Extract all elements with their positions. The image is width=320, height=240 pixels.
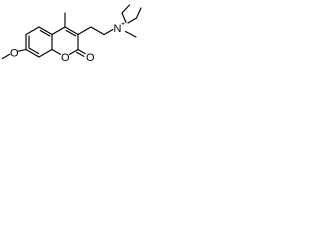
ring-bond bbox=[68, 48, 79, 55]
ring-bond bbox=[51, 26, 66, 36]
benzene-double-bond bbox=[28, 47, 40, 55]
chain-bond bbox=[103, 28, 114, 36]
benzene-bond bbox=[25, 26, 40, 36]
nitrogen-label: N bbox=[114, 23, 122, 35]
carbonyl-bond bbox=[77, 48, 86, 55]
nitrogen-charge-label: + bbox=[121, 21, 125, 28]
ring-bond bbox=[51, 48, 62, 55]
n-ethyl-bond bbox=[121, 12, 127, 24]
chain-bond bbox=[90, 26, 105, 36]
methoxy-aryl-bond bbox=[17, 48, 27, 52]
chain-bond bbox=[77, 26, 92, 36]
benzene-bond bbox=[38, 26, 53, 36]
bond-lines bbox=[1, 4, 142, 60]
atom-labels: O O O N + bbox=[10, 21, 125, 64]
carbonyl-double-bond bbox=[76, 51, 85, 57]
benzene-bond bbox=[25, 48, 40, 58]
benzene-bond bbox=[38, 48, 53, 58]
ring-oxygen-label: O bbox=[61, 52, 70, 64]
ring-double-bond bbox=[65, 29, 77, 37]
benzene-double-bond bbox=[39, 29, 51, 37]
n-ethyl-bond bbox=[135, 7, 142, 19]
methoxy-methyl-bond bbox=[1, 53, 11, 60]
n-ethyl-bond bbox=[121, 4, 131, 14]
carbonyl-oxygen-label: O bbox=[86, 52, 95, 64]
n-methyl-bond bbox=[124, 30, 137, 38]
methoxy-oxygen-label: O bbox=[10, 48, 19, 60]
ring-bond bbox=[64, 26, 79, 36]
molecule-structure: O O O N + bbox=[1, 4, 142, 64]
n-ethyl-bond bbox=[127, 17, 138, 24]
